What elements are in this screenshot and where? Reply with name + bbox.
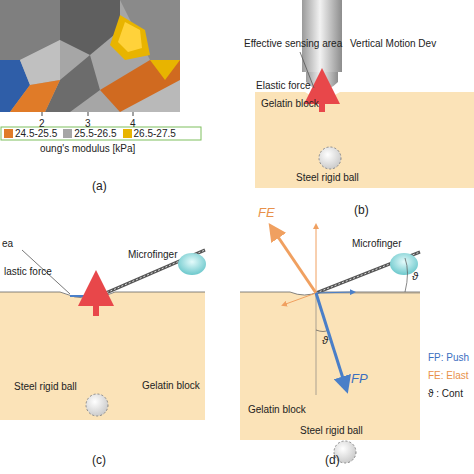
axis-title: oung's modulus [kPa] [40, 143, 135, 155]
block-label: Gelatin block [142, 380, 200, 392]
part-label: Microfinger [128, 249, 177, 261]
gelatin-block: Gelatin block [240, 292, 420, 440]
tick-label: 4 [130, 118, 136, 130]
block-label: Gelatin block [248, 404, 306, 416]
panel-letter: (d) [325, 454, 340, 468]
legend-swatch [123, 129, 132, 138]
legend-text: ϑ : Cont [428, 388, 463, 400]
part-label: ea [2, 238, 13, 250]
panel-b [255, 0, 474, 188]
force-label: Elastic force [256, 80, 310, 92]
part-label: Effective sensing area [244, 38, 342, 50]
legend-text: FP: Push [428, 352, 469, 364]
part-label: Steel rigid ball [296, 172, 359, 184]
legend-text: 25.5-26.5 [74, 128, 116, 140]
gelatin-block: Gelatin block [0, 292, 205, 420]
tick-label: 2 [39, 118, 45, 130]
force-label: lastic force [4, 266, 52, 278]
heatmap [0, 0, 201, 140]
block-label: Gelatin block [261, 98, 319, 110]
legend-text: 26.5-27.5 [134, 128, 176, 140]
gelatin-block: Gelatin block [255, 92, 474, 188]
panel-letter: (b) [354, 204, 369, 218]
legend-swatch [4, 129, 13, 138]
tick-label: 3 [85, 118, 91, 130]
part-label: Vertical Motion Dev [350, 38, 436, 50]
angle-symbol: ϑ [322, 334, 328, 347]
panel-letter: (c) [92, 454, 106, 468]
panel-c [0, 250, 206, 420]
legend-text: 24.5-25.5 [15, 128, 57, 140]
force-symbol: FE [258, 206, 275, 221]
part-label: Steel rigid ball [14, 381, 77, 393]
part-label: Microfinger [352, 238, 401, 250]
panel-letter: (a) [92, 180, 107, 194]
legend-swatch [63, 129, 72, 138]
legend-text: FE: Elast [428, 370, 469, 382]
part-label: Steel rigid ball [300, 425, 363, 437]
angle-symbol: ϑ [412, 270, 418, 283]
force-symbol: FP [351, 372, 368, 387]
panel-d [240, 225, 420, 463]
